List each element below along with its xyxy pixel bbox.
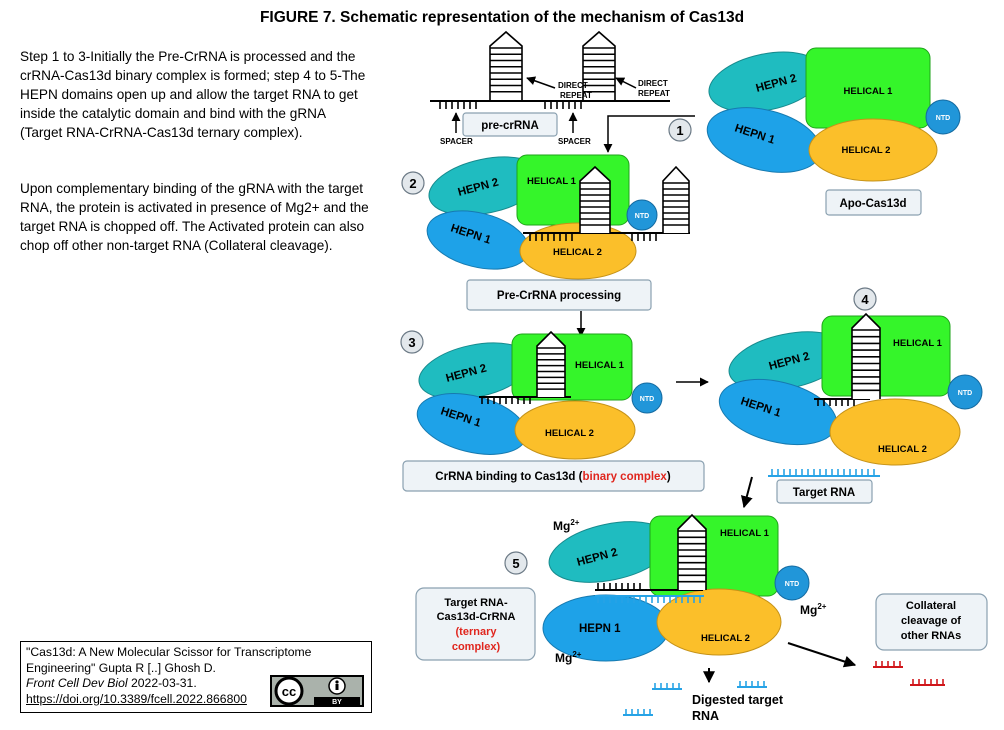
ternary-caption-1: Target RNA- xyxy=(444,597,508,609)
pre-crrna-spacer-ticks-2 xyxy=(544,101,582,109)
svg-text:HELICAL 1: HELICAL 1 xyxy=(893,338,943,349)
step4-open-complex: HEPN 2 HELICAL 1 HEPN 1 HELICAL 2 NTD xyxy=(718,312,983,466)
citation-date: 2022-03-31. xyxy=(127,676,197,690)
spacer-label-2: SPACER xyxy=(558,137,591,146)
step5-ternary-complex: HEPN 2 HELICAL 1 HEPN 1 HELICAL 2 NTD xyxy=(542,513,810,662)
svg-text:NTD: NTD xyxy=(640,396,654,403)
collateral-caption-3: other RNAs xyxy=(901,630,962,642)
collateral-caption-1: Collateral xyxy=(906,600,956,612)
pre-crrna-spacer-ticks-1 xyxy=(439,101,477,109)
step3-caption: CrRNA binding to Cas13d (binary complex) xyxy=(435,471,671,483)
step2-caption: Pre-CrRNA processing xyxy=(497,290,621,302)
pre-crrna-label: pre-crRNA xyxy=(481,120,539,132)
svg-text:4: 4 xyxy=(861,292,869,307)
apo-cas13d-label: Apo-Cas13d xyxy=(839,198,906,210)
svg-text:5: 5 xyxy=(512,556,519,571)
digested-label-2: RNA xyxy=(692,709,719,723)
step-marker-3: 3 xyxy=(400,330,424,354)
direct-repeat-hairpin-1 xyxy=(489,30,523,100)
citation-line-2: Engineering" Gupta R [..] Ghosh D. xyxy=(26,660,216,675)
step-marker-2: 2 xyxy=(401,171,425,195)
collateral-rna-fragments xyxy=(873,661,945,686)
ntd-label: NTD xyxy=(936,115,950,122)
target-rna-label: Target RNA xyxy=(793,487,855,499)
svg-text:HELICAL 2: HELICAL 2 xyxy=(545,428,594,439)
pre-crrna-diagram: DIRECT REPEAT DIRECT REPEAT SPACER SPACE… xyxy=(430,30,670,146)
svg-text:1: 1 xyxy=(676,123,683,138)
ternary-caption-2: Cas13d-CrRNA xyxy=(437,611,516,623)
description-paragraph-2: Upon complementary binding of the gRNA w… xyxy=(20,181,369,253)
svg-text:HELICAL 2: HELICAL 2 xyxy=(553,247,602,258)
citation-journal: Front Cell Dev Biol xyxy=(26,676,128,690)
step-marker-4: 4 xyxy=(853,287,877,311)
step-marker-5: 5 xyxy=(504,551,528,575)
direct-repeat-hairpin-2 xyxy=(582,30,616,100)
citation-line-1: "Cas13d: A New Molecular Scissor for Tra… xyxy=(26,645,312,659)
svg-text:HELICAL 1: HELICAL 1 xyxy=(575,360,625,371)
svg-text:NTD: NTD xyxy=(958,390,972,397)
direct-repeat-label-1b: REPEAT xyxy=(560,91,592,100)
svg-text:HELICAL 2: HELICAL 2 xyxy=(701,633,750,644)
figure-title: FIGURE 7. Schematic representation of th… xyxy=(259,9,745,26)
svg-text:NTD: NTD xyxy=(635,213,649,220)
apo-cas13d-protein: HEPN 2 HELICAL 1 HEPN 1 HELICAL 2 NTD xyxy=(706,47,961,182)
svg-text:HELICAL 1: HELICAL 1 xyxy=(527,176,577,187)
spacer-label-1: SPACER xyxy=(440,137,473,146)
description-paragraph-1: Step 1 to 3-Initially the Pre-CrRNA is p… xyxy=(20,49,366,140)
cc-by-text: BY xyxy=(332,699,342,706)
svg-text:NTD: NTD xyxy=(785,581,799,588)
helical1-label: HELICAL 1 xyxy=(844,86,894,97)
digested-rna-fragments xyxy=(623,681,767,716)
direct-repeat-label-2b: REPEAT xyxy=(638,89,670,98)
citation-box: "Cas13d: A New Molecular Scissor for Tra… xyxy=(20,641,372,713)
ternary-caption-4: complex) xyxy=(452,641,501,653)
mg-ion-label-3: Mg2+ xyxy=(555,650,582,665)
svg-text:2: 2 xyxy=(409,176,416,191)
svg-text:HELICAL 1: HELICAL 1 xyxy=(720,528,770,539)
step3-binary-complex: HEPN 2 HELICAL 1 HEPN 1 HELICAL 2 NTD xyxy=(416,330,663,460)
direct-repeat-label-2a: DIRECT xyxy=(638,79,668,88)
helical2-label: HELICAL 2 xyxy=(842,145,891,156)
svg-text:HELICAL 2: HELICAL 2 xyxy=(878,444,927,455)
step-marker-1: 1 xyxy=(668,118,692,142)
svg-text:HEPN 1: HEPN 1 xyxy=(579,623,621,635)
digested-label-1: Digested target xyxy=(692,693,784,707)
mg-ion-label-2: Mg2+ xyxy=(800,602,827,617)
step2-complex: HEPN 2 HELICAL 1 HEPN 1 HELICAL 2 NTD xyxy=(426,154,690,280)
svg-text:3: 3 xyxy=(408,335,415,350)
ternary-caption-3: (ternary xyxy=(456,626,498,638)
citation-link[interactable]: https://doi.org/10.3389/fcell.2022.86680… xyxy=(26,691,247,706)
svg-text:cc: cc xyxy=(282,684,296,699)
mg-ion-label-1: Mg2+ xyxy=(553,518,580,533)
collateral-caption-2: cleavage of xyxy=(901,615,961,627)
direct-repeat-label-1a: DIRECT xyxy=(558,81,588,90)
cc-by-icon: cc BY xyxy=(270,675,364,707)
